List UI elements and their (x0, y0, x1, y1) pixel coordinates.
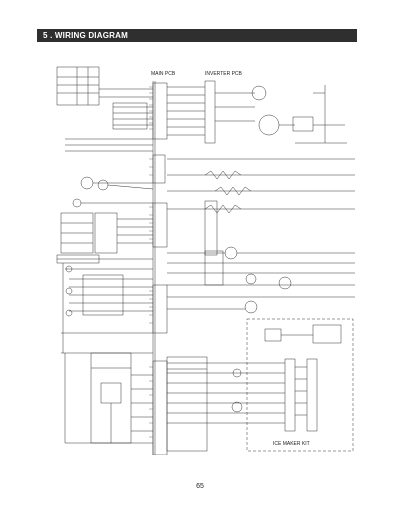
ice-maker-kit-label: ICE MAKER KIT (273, 441, 310, 447)
main-pcb-label: MAIN PCB (151, 71, 176, 77)
section-header-bar: 5 . WIRING DIAGRAM (37, 29, 357, 42)
section-title: 5 . WIRING DIAGRAM (43, 31, 128, 40)
inverter-pcb-label: INVERTER PCB (205, 71, 243, 77)
wiring-diagram: MAIN PCB INVERTER PCB ICE MAKER KIT (56, 66, 355, 455)
page-number: 65 (196, 483, 204, 490)
